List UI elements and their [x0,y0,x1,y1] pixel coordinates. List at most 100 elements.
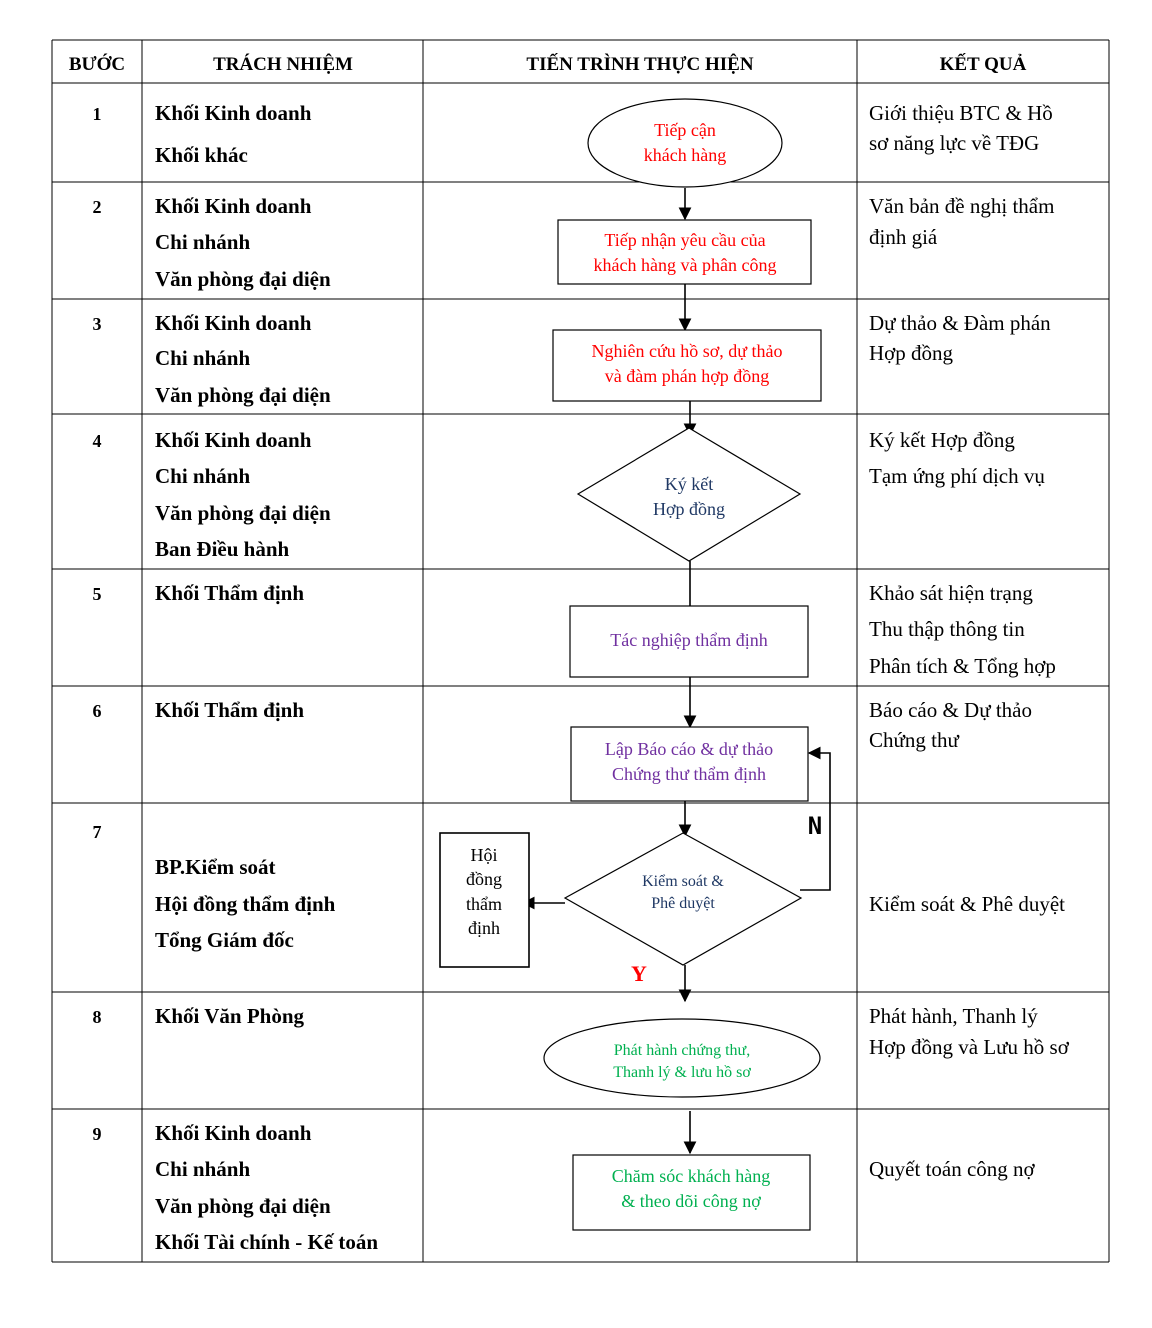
node-appraise-shape [569,605,809,678]
node-council-label: đồng [466,869,502,889]
step-number: 2 [93,197,102,217]
node-care-label: & theo dõi công nợ [621,1191,761,1211]
result-line: Văn bản đề nghị thẩm [869,194,1054,218]
header-result: KẾT QUẢ [940,53,1027,75]
node-report-shape [570,726,809,802]
responsibility-line: Văn phòng đại diện [155,383,331,407]
step-number: 6 [93,701,102,721]
responsibility-line: Khối Kinh doanh [155,428,312,452]
header-responsibility: TRÁCH NHIỆM [213,53,353,75]
step-number: 7 [93,822,102,842]
node-research-shape [552,329,822,402]
table-row: 4 Khối Kinh doanh Chi nhánh Văn phòng đạ… [93,428,1046,561]
node-research-label: Nghiên cứu hồ sơ, dự thảo [591,341,782,361]
responsibility-line: Văn phòng đại diện [155,1194,331,1218]
result-line: Hợp đồng và Lưu hồ sơ [869,1035,1070,1059]
responsibility-line: Khối Kinh doanh [155,311,312,335]
node-control-label: Phê duyệt [651,895,715,912]
responsibility-line: Chi nhánh [155,346,250,370]
table-row: 5 Khối Thẩm định Khảo sát hiện trạng Thu… [93,581,1056,678]
responsibility-line: Khối Kinh doanh [155,101,312,125]
step-number: 8 [93,1007,102,1027]
node-report-label: Lập Báo cáo & dự thảo [605,739,773,759]
node-sign: Ký kết Hợp đồng [576,427,802,562]
result-line: Hợp đồng [869,341,954,365]
node-research-label: và đàm phán hợp đồng [605,366,770,386]
node-control: Kiểm soát & Phê duyệt [563,832,803,966]
node-report-label: Chứng thư thẩm định [612,764,766,784]
responsibility-line: Chi nhánh [155,464,250,488]
result-line: Quyết toán công nợ [869,1157,1036,1181]
node-receive-shape [557,219,812,285]
result-line: Khảo sát hiện trạng [869,581,1033,605]
table-row: 7 BP.Kiểm soát Hội đồng thẩm định Tổng G… [93,822,1066,952]
node-issue: Phát hành chứng thư, Thanh lý & lưu hồ s… [543,1018,821,1098]
result-line: Tạm ứng phí dịch vụ [869,464,1045,488]
node-issue-label: Thanh lý & lưu hồ sơ [613,1064,751,1081]
node-control-label: Kiểm soát & [642,873,724,890]
responsibility-line: Văn phòng đại diện [155,267,331,291]
step-number: 5 [93,584,102,604]
node-issue-label: Phát hành chứng thư, [614,1042,750,1059]
node-council: Hội đồng thẩm định [439,832,530,968]
node-council-label: thẩm [466,894,502,914]
result-line: Kiểm soát & Phê duyệt [869,892,1065,916]
arrow-control-no-loop [800,746,831,891]
responsibility-line: Khối Thẩm định [155,698,304,722]
branch-label-no: N [808,812,822,840]
step-number: 4 [93,431,102,451]
responsibility-line: Tổng Giám đốc [155,928,294,952]
responsibility-line: Chi nhánh [155,230,250,254]
node-council-shape [439,832,530,968]
responsibility-line: Khối khác [155,143,248,167]
node-appraise: Tác nghiệp thẩm định [569,605,809,678]
node-receive-label: khách hàng và phân công [594,255,777,275]
table-row: 9 Khối Kinh doanh Chi nhánh Văn phòng đạ… [93,1121,1036,1254]
node-approach-label: khách hàng [644,145,726,165]
node-care-shape [572,1154,811,1231]
node-sign-label: Ký kết [665,474,714,494]
result-line: Phát hành, Thanh lý [869,1004,1038,1028]
branch-label-yes: Y [631,961,647,986]
table-grid [51,39,1110,1263]
node-control-shape [563,832,803,966]
responsibility-line: Khối Kinh doanh [155,1121,312,1145]
node-approach-shape [587,98,783,188]
result-line: định giá [869,225,938,249]
responsibility-line: Ban Điều hành [155,537,290,561]
table-row: 1 Khối Kinh doanh Khối khác Giới thiệu B… [93,101,1053,167]
node-care: Chăm sóc khách hàng & theo dõi công nợ [572,1154,811,1231]
result-line: Chứng thư [869,728,959,752]
node-approach: Tiếp cận khách hàng [587,98,783,188]
responsibility-line: Khối Văn Phòng [155,1004,304,1028]
node-council-label: Hội [471,845,498,865]
node-appraise-label: Tác nghiệp thẩm định [610,630,767,650]
node-receive: Tiếp nhận yêu cầu của khách hàng và phân… [557,219,812,285]
node-sign-shape [576,427,802,562]
result-line: sơ năng lực về TĐG [869,131,1039,155]
node-receive-label: Tiếp nhận yêu cầu của [604,230,765,250]
table-header: BƯỚC TRÁCH NHIỆM TIẾN TRÌNH THỰC HIỆN KẾ… [69,53,1027,75]
result-line: Dự thảo & Đàm phán [869,311,1051,335]
responsibility-line: Khối Thẩm định [155,581,304,605]
table-row: 6 Khối Thẩm định Báo cáo & Dự thảo Chứng… [93,698,1033,752]
node-sign-label: Hợp đồng [653,499,725,519]
responsibility-line: Khối Kinh doanh [155,194,312,218]
result-line: Thu thập thông tin [869,617,1025,641]
node-council-label: định [468,918,500,938]
responsibility-line: Chi nhánh [155,1157,250,1181]
table-row: 2 Khối Kinh doanh Chi nhánh Văn phòng đạ… [93,194,1055,291]
step-number: 9 [93,1124,102,1144]
responsibility-line: Khối Tài chính - Kế toán [155,1230,378,1254]
result-line: Phân tích & Tổng hợp [869,654,1056,678]
responsibility-line: Hội đồng thẩm định [155,892,336,916]
responsibility-line: Văn phòng đại diện [155,501,331,525]
node-report: Lập Báo cáo & dự thảo Chứng thư thẩm địn… [570,726,809,802]
step-number: 3 [93,314,102,334]
result-line: Báo cáo & Dự thảo [869,698,1032,722]
table-row: 3 Khối Kinh doanh Chi nhánh Văn phòng đạ… [93,311,1052,407]
responsibility-line: BP.Kiểm soát [155,855,276,879]
step-number: 1 [93,104,102,124]
node-approach-label: Tiếp cận [654,120,716,140]
